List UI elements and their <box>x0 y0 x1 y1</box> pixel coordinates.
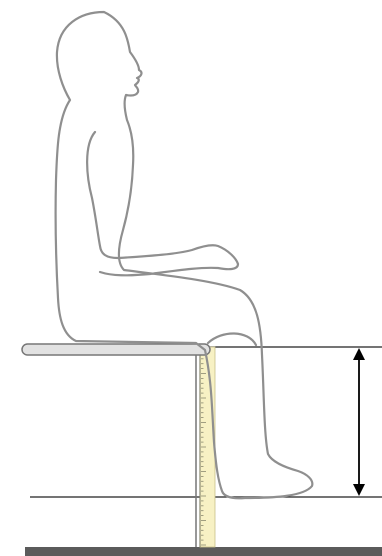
ruler-icon <box>200 347 215 547</box>
arm-outline <box>87 132 238 275</box>
floor-surface <box>25 547 382 556</box>
bench-seat <box>22 344 210 355</box>
body-outline <box>56 12 313 498</box>
arrow-head-up <box>353 348 365 360</box>
leg-inner-outline <box>208 333 256 345</box>
double-headed-vertical-arrow-icon <box>353 348 365 496</box>
seated-person-figure <box>56 12 313 498</box>
arrow-head-down <box>353 484 365 496</box>
